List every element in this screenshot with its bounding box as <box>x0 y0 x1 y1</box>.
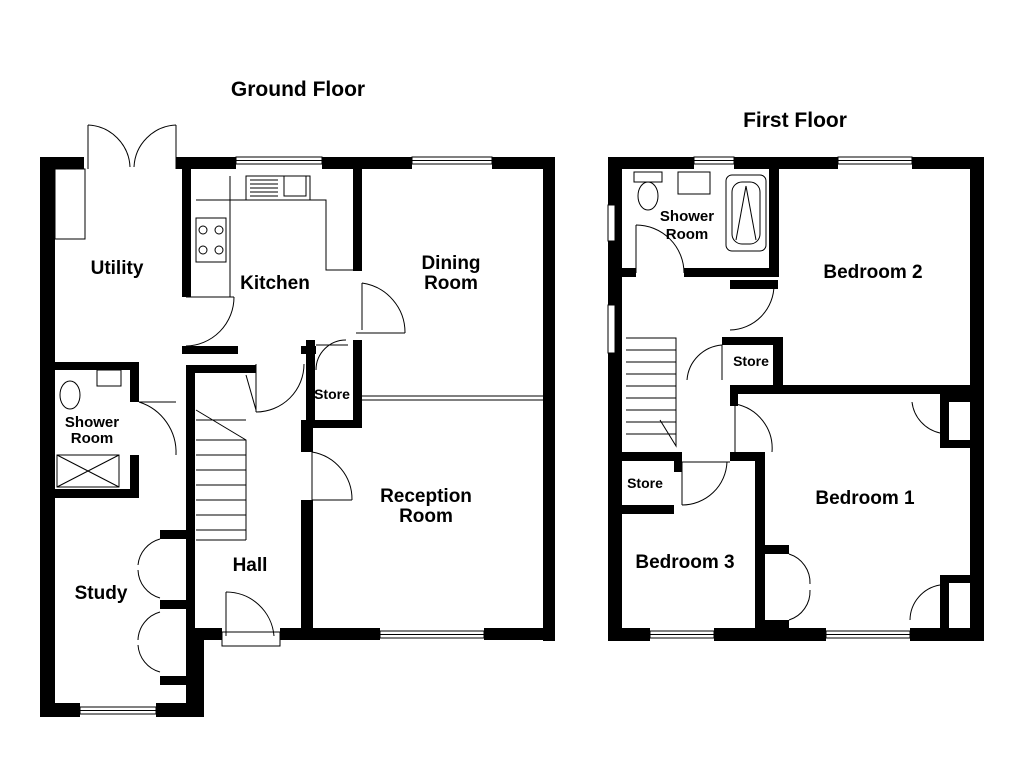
kitchen-window <box>235 156 323 165</box>
reception-window <box>379 630 485 639</box>
reception-room-label-line1: Reception <box>380 486 472 507</box>
landing-side-window <box>607 304 616 354</box>
ground-floor-doors <box>87 124 543 673</box>
first-floor-walls <box>608 157 984 641</box>
study-label: Study <box>75 583 128 604</box>
bedroom1-label: Bedroom 1 <box>815 488 915 509</box>
reception-room-label-line2: Room <box>399 506 453 527</box>
dining-window <box>411 156 493 165</box>
first-floor: First Floor <box>607 109 984 641</box>
kitchen-label: Kitchen <box>240 273 310 294</box>
ground-floor-title: Ground Floor <box>231 78 365 101</box>
ground-shower-room-label-line2: Room <box>71 430 114 447</box>
first-shower-window <box>693 156 735 165</box>
hall-label: Hall <box>233 555 268 576</box>
first-stairs <box>626 337 677 448</box>
first-floor-title: First Floor <box>743 109 847 132</box>
first-shower-room-label-line1: Shower <box>660 208 714 225</box>
bedroom1-window <box>825 630 911 639</box>
bedroom2-label: Bedroom 2 <box>823 262 922 283</box>
ground-floor-walls <box>40 157 555 717</box>
first-shower-side-window <box>607 204 616 242</box>
ground-stairs <box>195 374 257 541</box>
first-shower-fittings <box>633 171 767 252</box>
utility-worktop <box>54 168 86 240</box>
ground-floor-windows <box>79 156 493 715</box>
study-window <box>79 706 157 715</box>
ground-shower-fittings <box>56 369 122 488</box>
hall-front-door-step <box>221 631 281 647</box>
bedroom2-window <box>837 156 913 165</box>
bedroom3-window <box>649 630 715 639</box>
first-floor-doors <box>635 224 941 621</box>
ground-floor: Ground Floor <box>40 78 555 717</box>
first-shower-room-label-line2: Room <box>666 226 709 243</box>
ground-store-label: Store <box>314 386 350 402</box>
dining-room-label-line2: Room <box>424 273 478 294</box>
landing-store-label: Store <box>733 353 769 369</box>
left-store-label: Store <box>627 475 663 491</box>
ground-shower-room-label-line1: Shower <box>65 414 119 431</box>
bedroom3-label: Bedroom 3 <box>635 552 734 573</box>
first-floor-windows <box>607 156 913 639</box>
dining-room-label-line1: Dining <box>421 253 480 274</box>
utility-label: Utility <box>91 258 144 279</box>
kitchen-units <box>195 175 353 297</box>
